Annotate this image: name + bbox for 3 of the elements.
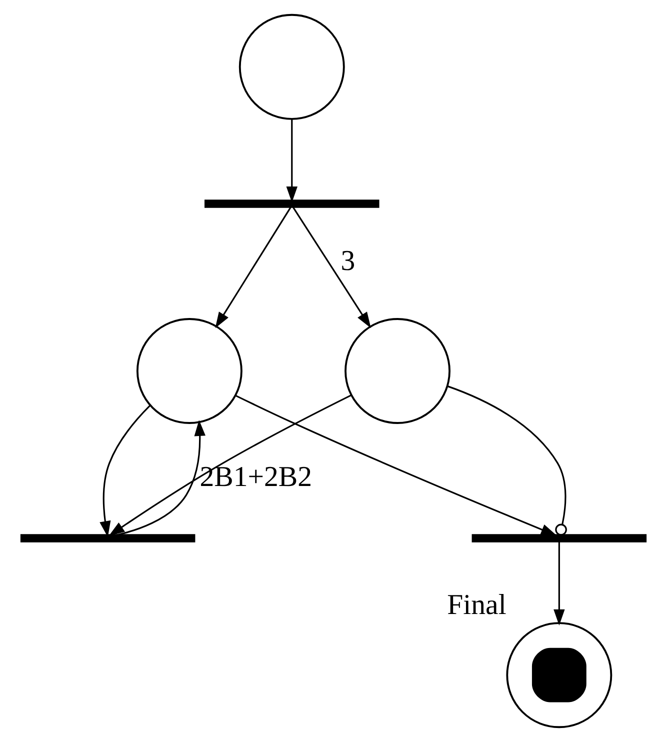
node-label: Final [446,589,506,622]
edge-label: 3 [340,245,355,278]
edge-label: 2B1+2B2 [199,461,312,494]
